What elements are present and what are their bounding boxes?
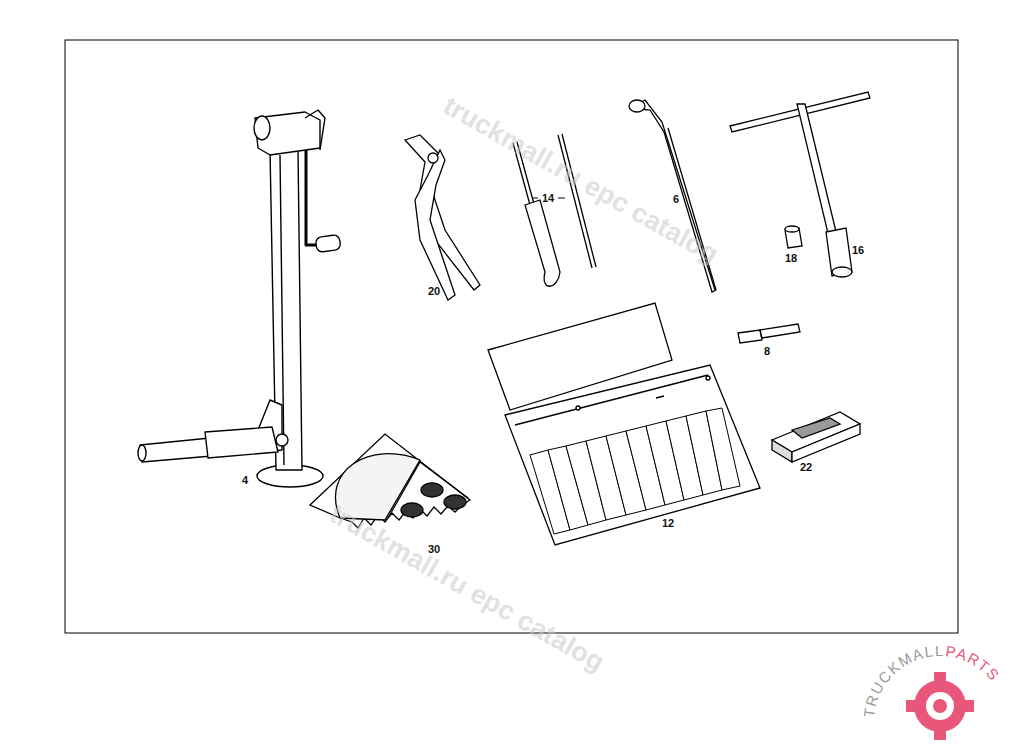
jack: [138, 110, 341, 487]
logo-word: TRUCKMALL: [860, 642, 945, 718]
callout-number: 18: [783, 252, 799, 265]
callout-number: 6: [671, 193, 681, 206]
callout-number: 4: [240, 474, 250, 487]
callout-number: 22: [798, 461, 814, 474]
tool-roll: [488, 303, 760, 545]
frame: [65, 40, 958, 633]
callout-number: 12: [660, 517, 676, 530]
callout-number: 20: [426, 285, 442, 298]
drive-bit: [738, 330, 762, 343]
logo-word: PARTS: [944, 642, 1003, 684]
callout-number: 8: [762, 345, 772, 358]
fuse-box: [772, 412, 860, 462]
callout-number: 14: [540, 192, 556, 205]
leader-line: [558, 198, 565, 199]
callout-number: 16: [850, 244, 866, 257]
leader-line: [532, 198, 538, 199]
t-wrench: [730, 92, 870, 343]
pliers: [405, 135, 480, 300]
logo-text: TRUCKMALLPARTS: [860, 642, 1003, 718]
